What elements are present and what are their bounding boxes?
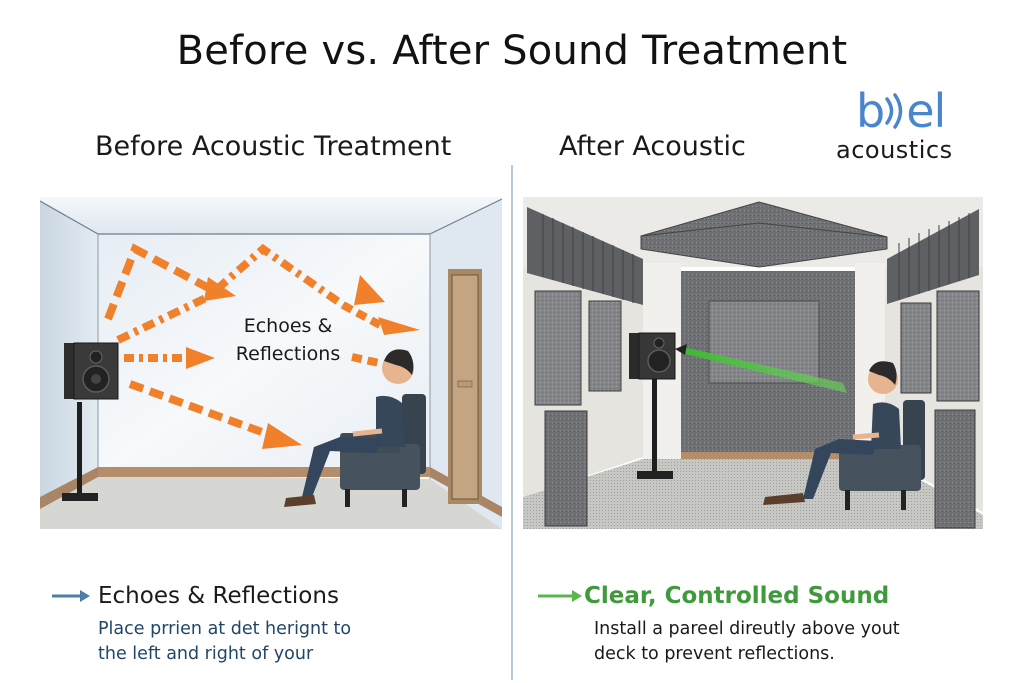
panel-divider [511, 165, 513, 680]
logo-brand-prefix: b [856, 84, 885, 138]
arrow-right-icon [52, 590, 90, 602]
after-caption-title: Clear, Controlled Sound [584, 583, 890, 609]
logo-subtitle: acoustics [836, 136, 953, 164]
logo-brand-suffix: el [906, 84, 946, 138]
after-panel-heading: After Acoustic [559, 131, 746, 162]
before-room-illustration: Echoes & Reflections [39, 197, 503, 529]
before-caption-body: Place prrien at det herignt to the left … [98, 617, 351, 667]
scene-label-line1: Echoes & [244, 315, 333, 337]
before-caption-title: Echoes & Reflections [98, 583, 339, 609]
arrow-right-icon [538, 590, 582, 602]
logo-brand: b el [856, 88, 986, 134]
before-caption: Echoes & Reflections Place prrien at det… [52, 581, 351, 667]
before-panel-heading: Before Acoustic Treatment [95, 131, 452, 162]
main-title: Before vs. After Sound Treatment [176, 28, 848, 74]
after-caption-line1: Install a pareel direutly above yout [594, 619, 900, 639]
scene-label-line2: Reflections [236, 343, 340, 365]
after-caption-line2: deck to prevent reflections. [594, 644, 835, 664]
before-caption-line1: Place prrien at det herignt to [98, 619, 352, 639]
brand-logo: b el acoustics [836, 88, 986, 164]
after-caption-body: Install a pareel direutly above yout dec… [594, 617, 900, 667]
sound-waves-icon [885, 93, 903, 129]
after-room-illustration [523, 197, 983, 529]
before-caption-line2: the left and right of your [98, 644, 314, 664]
after-caption: Clear, Controlled Sound Install a pareel… [538, 581, 900, 667]
